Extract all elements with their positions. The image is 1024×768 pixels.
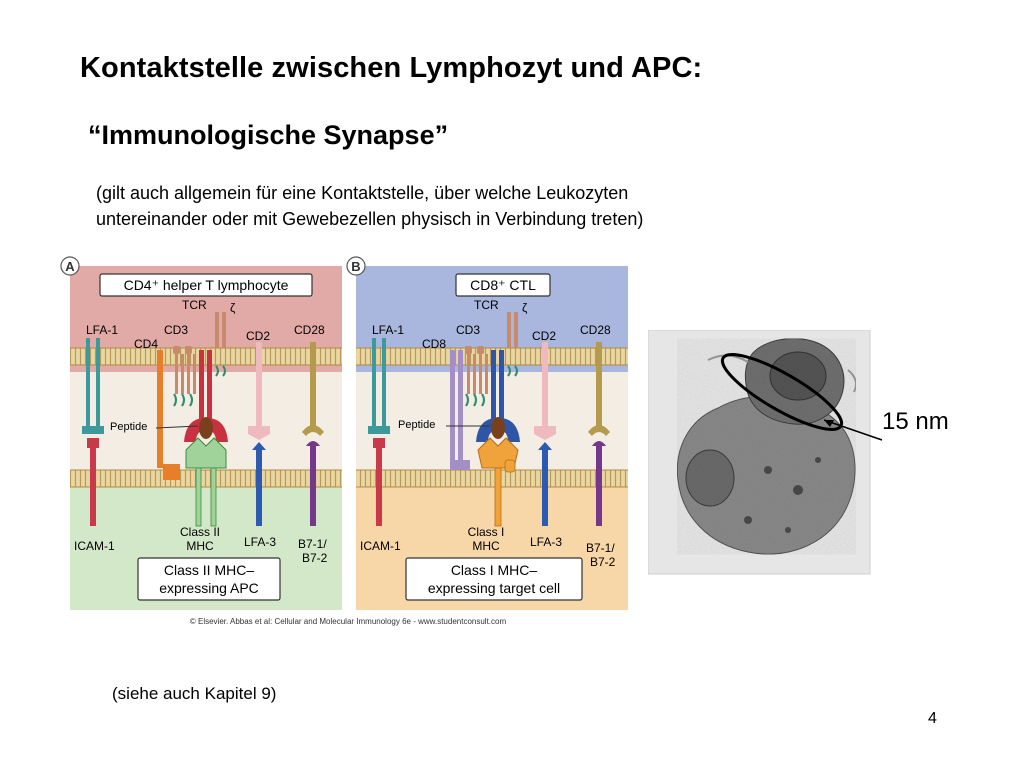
lfa3-molecule-b — [538, 442, 552, 526]
lfa1-molecule — [82, 338, 104, 434]
label-lfa3-b: LFA-3 — [530, 535, 562, 549]
cd3-complex-b — [465, 346, 488, 407]
label-cd3: CD3 — [164, 323, 188, 337]
scale-pointer-line — [823, 419, 883, 441]
label-cd4: CD4 — [134, 337, 158, 351]
b7-molecule-b — [592, 441, 606, 526]
label-cd2-b: CD2 — [532, 329, 556, 343]
label-mhc-b-line1: Class I — [468, 525, 505, 539]
label-b7-line1: B7-1/ — [298, 537, 327, 551]
cd28-molecule-b — [588, 342, 610, 436]
zeta-chains — [215, 312, 226, 377]
label-cd28-b: CD28 — [580, 323, 611, 337]
cd2-molecule — [248, 342, 270, 440]
label-b7-line2: B7-2 — [302, 551, 328, 565]
label-cd2: CD2 — [246, 329, 270, 343]
slide-subtitle: “Immunologische Synapse” — [88, 120, 449, 150]
label-peptide: Peptide — [110, 421, 147, 433]
panel-b-ctl: B CD8⁺ CTL — [346, 256, 628, 610]
b7-molecule — [306, 441, 320, 526]
slide-title: Kontaktstelle zwischen Lymphozyt und APC… — [80, 52, 703, 84]
label-zeta-b: ζ — [522, 301, 528, 315]
mhc-class-ii-molecule — [185, 437, 227, 527]
cd2-molecule-b — [534, 342, 556, 440]
apc-nucleus — [685, 449, 735, 507]
panel-b-bottom-line2: expressing target cell — [428, 580, 560, 596]
mhc-class-i-molecule — [477, 437, 519, 527]
scale-label: 15 nm — [882, 408, 949, 435]
label-mhc-b-line2: MHC — [472, 539, 500, 553]
cd3-complex — [173, 346, 196, 407]
label-icam1-b: ICAM-1 — [360, 539, 401, 553]
label-icam1: ICAM-1 — [74, 539, 115, 553]
label-b7-b-line2: B7-2 — [590, 555, 616, 569]
panel-b-bottom-line1: Class I MHC– — [451, 562, 538, 578]
label-mhc-line2: MHC — [186, 539, 214, 553]
t-cell-membrane — [70, 347, 342, 366]
panel-a-bottom-line1: Class II MHC– — [164, 562, 254, 578]
note-line-2: untereinander oder mit Gewebezellen phys… — [96, 209, 644, 229]
peptide-antigen-b — [491, 417, 505, 439]
scale-pointer-arrowhead — [824, 420, 834, 427]
label-lfa1: LFA-1 — [86, 323, 118, 337]
panel-a-top-label: CD4⁺ helper T lymphocyte — [124, 277, 289, 293]
electron-micrograph — [648, 330, 883, 575]
panel-a-bottom-line2: expressing APC — [159, 580, 259, 596]
figure-copyright: © Elsevier. Abbas et al: Cellular and Mo… — [190, 617, 507, 626]
label-cd8: CD8 — [422, 337, 446, 351]
panel-b-letter: B — [351, 259, 360, 274]
label-cd28: CD28 — [294, 323, 325, 337]
label-b7-b-line1: B7-1/ — [586, 541, 615, 555]
synapse-figure: A CD4⁺ helper T lymphocyte — [58, 254, 638, 630]
label-tcr-b: TCR — [474, 298, 499, 312]
definition-note: (gilt auch allgemein für eine Kontaktste… — [96, 180, 643, 232]
micrograph-image — [648, 330, 871, 575]
note-line-1: (gilt auch allgemein für eine Kontaktste… — [96, 183, 629, 203]
icam1-molecule-b — [373, 438, 385, 526]
apc-membrane — [70, 469, 342, 488]
label-lfa1-b: LFA-1 — [372, 323, 404, 337]
label-zeta: ζ — [230, 301, 236, 315]
lfa3-molecule — [252, 442, 266, 526]
cd4-molecule — [157, 350, 180, 480]
zeta-chains-b — [507, 312, 518, 377]
label-mhc-line1: Class II — [180, 525, 220, 539]
label-lfa3: LFA-3 — [244, 535, 276, 549]
lfa1-molecule-b — [368, 338, 390, 434]
label-peptide-b: Peptide — [398, 419, 435, 431]
panel-a-letter: A — [65, 259, 75, 274]
cd8-molecule — [450, 350, 470, 470]
lymphocyte-nucleus — [769, 351, 827, 401]
label-cd3-b: CD3 — [456, 323, 480, 337]
label-tcr: TCR — [182, 298, 207, 312]
panel-a-helper-t-cell: A CD4⁺ helper T lymphocyte — [60, 256, 342, 610]
target-cell-membrane — [356, 469, 628, 488]
footnote: (siehe auch Kapitel 9) — [112, 684, 277, 703]
peptide-antigen — [199, 417, 213, 439]
panel-b-top-label: CD8⁺ CTL — [470, 277, 536, 293]
cd28-molecule — [302, 342, 324, 436]
icam1-molecule — [87, 438, 99, 526]
page-number: 4 — [928, 710, 937, 727]
